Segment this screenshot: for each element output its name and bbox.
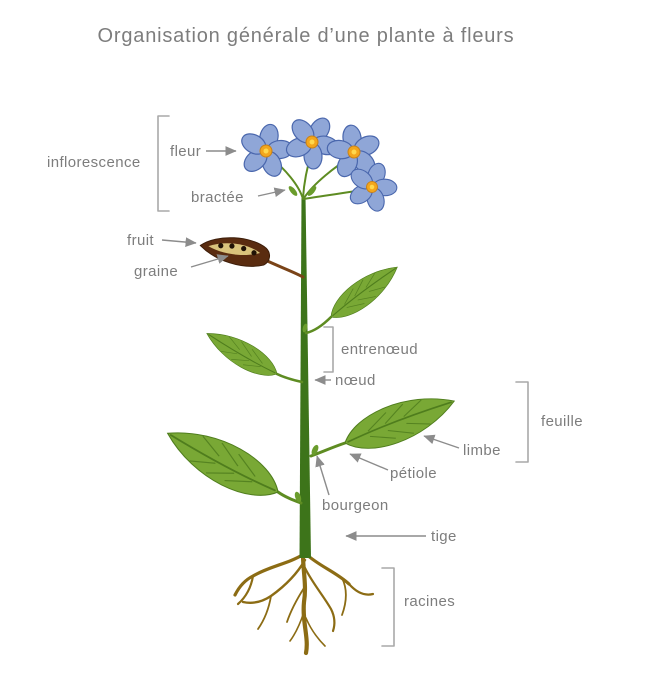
label-bourgeon: bourgeon xyxy=(322,497,389,514)
bract xyxy=(307,186,317,196)
flowers xyxy=(231,103,406,220)
leaf-upper-right xyxy=(322,256,406,328)
label-limbe: limbe xyxy=(463,442,501,459)
bracket-entrenoeud xyxy=(323,326,334,373)
label-bractee: bractée xyxy=(191,189,244,206)
fruit-pod xyxy=(199,237,270,267)
arrow-fruit xyxy=(161,237,197,247)
petioles xyxy=(275,315,347,505)
arrow-bourgeon xyxy=(315,455,330,496)
bracket-feuille xyxy=(515,381,529,463)
arrow-limbe xyxy=(423,434,460,449)
leaf-lower-right xyxy=(337,382,462,462)
bracket-inflorescence xyxy=(157,115,170,212)
buds xyxy=(294,323,319,503)
label-petiole: pétiole xyxy=(390,465,438,482)
arrow-petiole xyxy=(349,453,389,471)
label-feuille: feuille xyxy=(541,413,583,430)
annotation-brackets xyxy=(157,115,529,647)
page-title: Organisation générale d’une plante à fle… xyxy=(97,25,515,47)
label-graine: graine xyxy=(134,263,179,280)
stem xyxy=(299,196,311,558)
label-fruit: fruit xyxy=(127,232,155,249)
label-inflorescence: inflorescence xyxy=(47,154,141,171)
bract xyxy=(288,186,298,196)
annotation-arrows xyxy=(161,146,460,541)
bracket-racines xyxy=(381,567,395,647)
arrow-graine xyxy=(190,254,229,268)
leaf-mid-left xyxy=(200,322,284,386)
roots xyxy=(233,545,375,656)
label-tige: tige xyxy=(431,528,457,545)
label-noeud: nœud xyxy=(335,372,376,389)
label-entrenoeud: entrenœud xyxy=(341,341,418,358)
leaf-lower-left xyxy=(157,414,289,511)
fruit-stalk xyxy=(261,257,305,279)
arrow-bractee xyxy=(257,187,286,198)
label-racines: racines xyxy=(404,593,456,610)
label-fleur: fleur xyxy=(170,143,202,160)
